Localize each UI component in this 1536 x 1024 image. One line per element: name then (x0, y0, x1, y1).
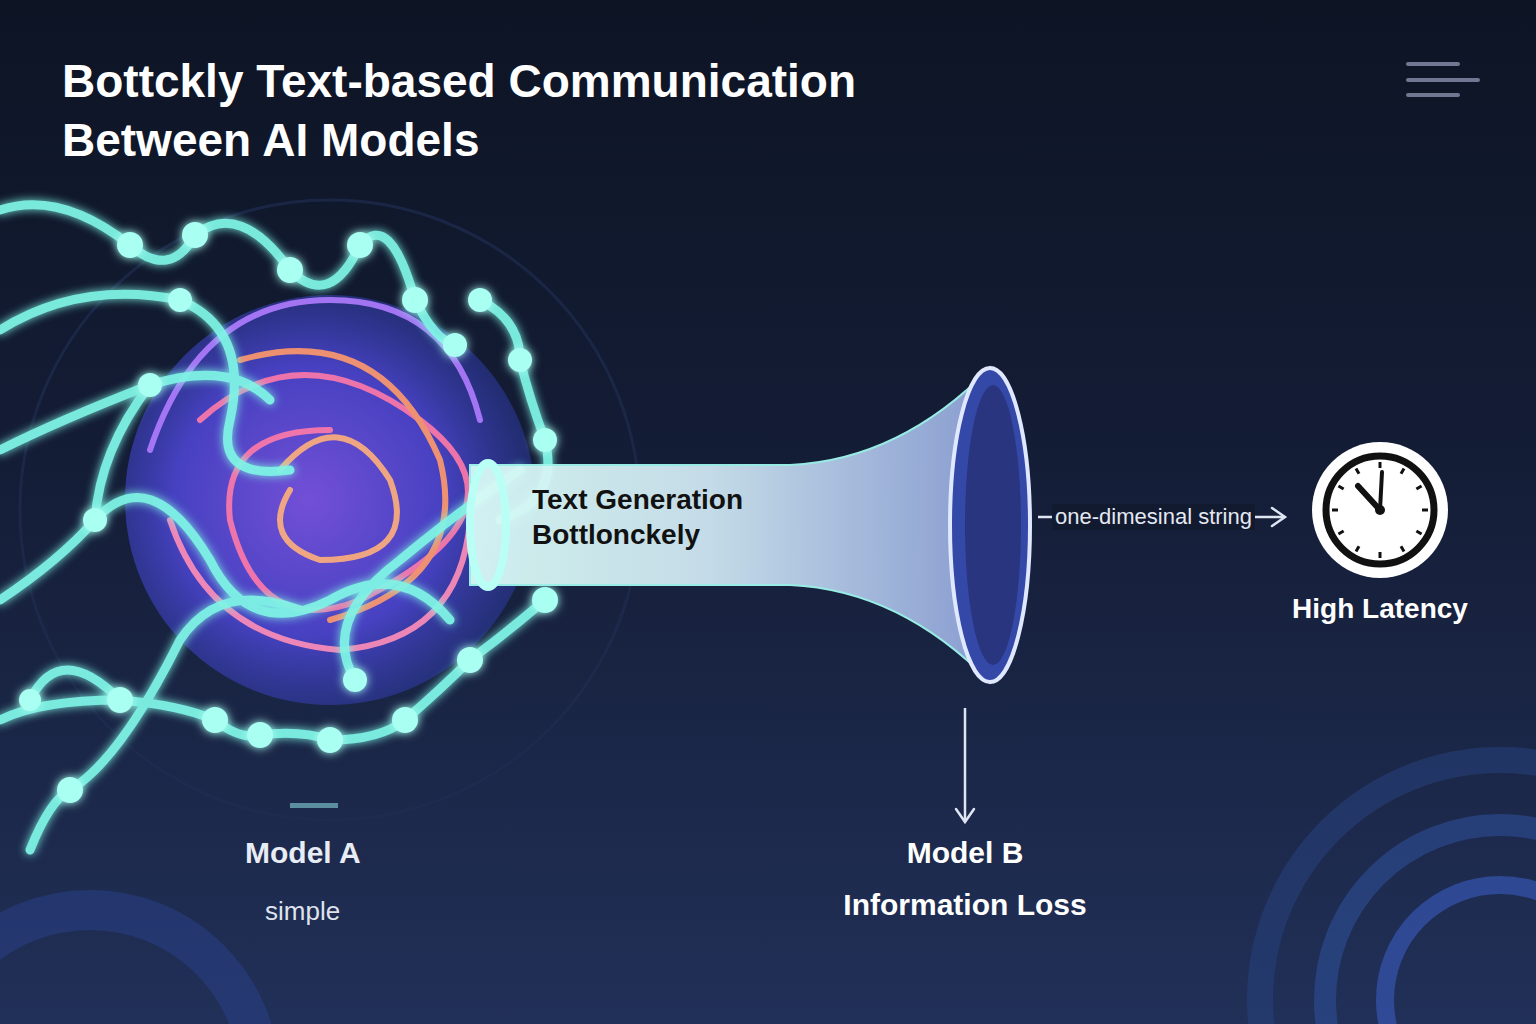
clock-face (1312, 442, 1448, 578)
clock-tick (1338, 531, 1343, 534)
node-text: Information Loss (805, 888, 1125, 922)
menu-icon (1408, 64, 1478, 95)
arrow-head (956, 809, 974, 822)
minute-hand (1380, 472, 1382, 510)
clock-tick (1379, 462, 1382, 468)
tube-ring (470, 463, 506, 587)
clock-icon (1285, 435, 1475, 585)
clock-node: High Latency (1285, 435, 1475, 635)
clock-rim (1326, 456, 1434, 564)
clock-tick (1416, 486, 1421, 489)
clock-tick (1401, 468, 1404, 473)
clock-tick (1356, 546, 1359, 551)
text-node: Model B Information Loss (805, 828, 1125, 943)
model-label: Model A (245, 836, 361, 870)
node-text: High Latency (1285, 593, 1475, 625)
arrow-head (1272, 508, 1285, 526)
clock-tick (1332, 509, 1338, 512)
clock-tick (1356, 468, 1359, 473)
connector-line (964, 708, 967, 822)
funnel-mouth (950, 368, 1030, 682)
diagram-title: Bottckly Text-based Communication Betwee… (62, 52, 1002, 170)
decor-arcs (0, 200, 1536, 1024)
marker-dash (290, 803, 338, 808)
clock-tick (1379, 552, 1382, 558)
model-label: simple (265, 896, 340, 927)
clock-center (1375, 505, 1385, 515)
clock-tick (1401, 546, 1404, 551)
clock-tick (1416, 531, 1421, 534)
edge-label: one-dimesinal string (1052, 504, 1255, 530)
clock-tick (1422, 509, 1428, 512)
node-text: Text Generation Bottlonckely (532, 482, 802, 552)
connector (956, 708, 974, 822)
funnel-body (470, 368, 990, 682)
clock-tick (1338, 486, 1343, 489)
funnel-inner (965, 385, 1021, 665)
funnel-node: Text Generation Bottlonckely (460, 360, 1038, 690)
node-text: Model B (805, 836, 1125, 870)
